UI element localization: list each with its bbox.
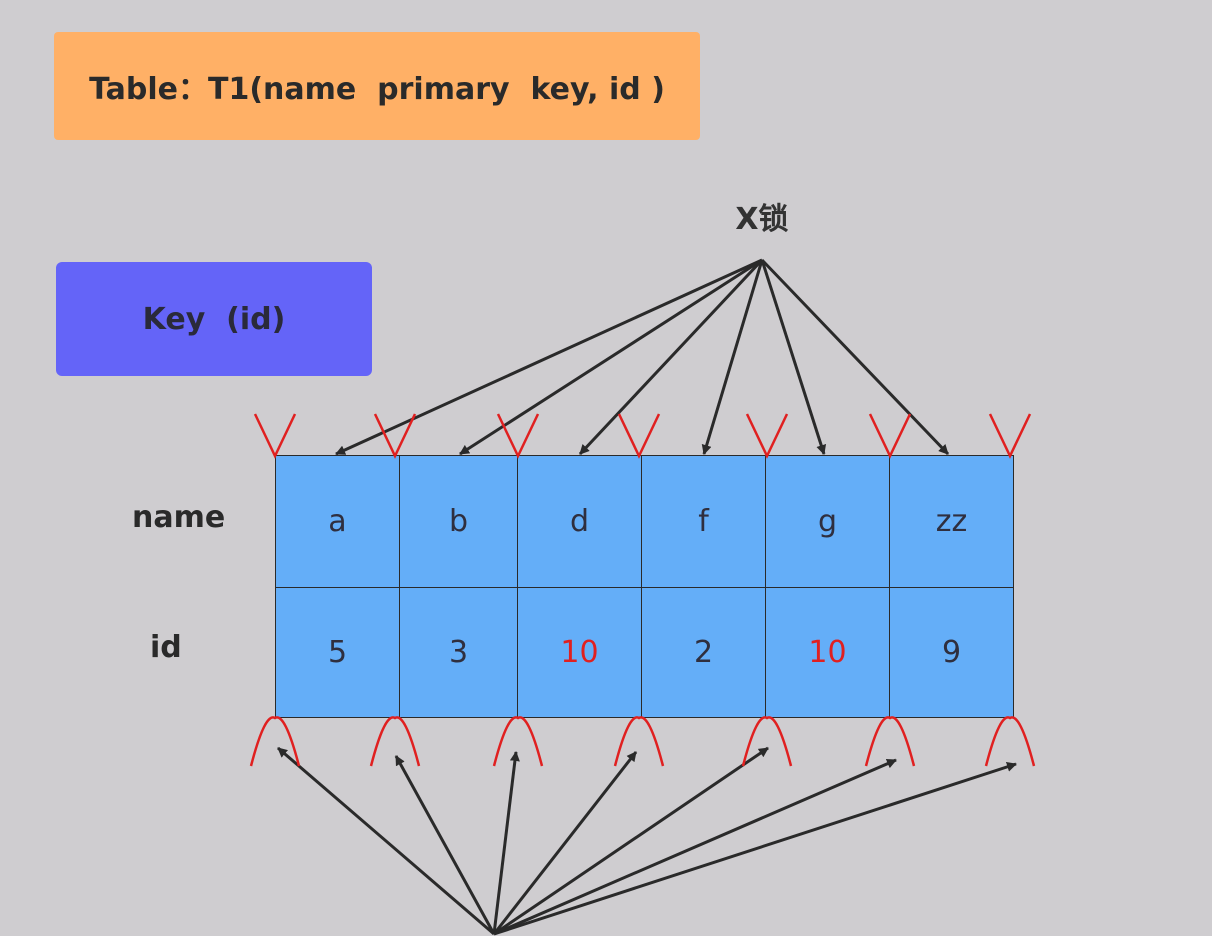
gap-lock-arrow-1 bbox=[394, 755, 496, 935]
row-label-id: id bbox=[150, 630, 182, 665]
gap-mark-top-2 bbox=[496, 413, 540, 459]
gap-mark-top-5 bbox=[868, 413, 912, 459]
gap-mark-top-1 bbox=[373, 413, 417, 459]
gap-marks bbox=[249, 413, 1036, 767]
gap-mark-top-6 bbox=[988, 413, 1032, 459]
name-cell-d: d bbox=[517, 455, 642, 588]
gap-mark-top-0 bbox=[253, 413, 297, 459]
record-lock-arrow-5 bbox=[760, 258, 950, 456]
gap-mark-bottom-1 bbox=[369, 716, 421, 767]
key-label: Key (id) bbox=[142, 301, 286, 337]
gap-lock-arrow-5 bbox=[493, 758, 897, 936]
id-cell-f: 2 bbox=[641, 587, 766, 718]
gap-mark-top-3 bbox=[617, 413, 661, 459]
gap-lock-arrow-4 bbox=[493, 746, 769, 936]
record-lock-arrow-3 bbox=[701, 259, 764, 455]
table-title: Table：T1(name primary key, id ) bbox=[89, 72, 665, 107]
gap-lock-arrow-2 bbox=[492, 751, 520, 935]
gap-lock-arrow-6 bbox=[493, 762, 1017, 936]
name-cell-a: a bbox=[275, 455, 400, 588]
gap-mark-bottom-3 bbox=[613, 716, 665, 767]
gap-mark-top-4 bbox=[745, 413, 789, 459]
x-lock-label: X锁 bbox=[735, 202, 789, 237]
record-lock-arrow-0 bbox=[335, 258, 763, 456]
id-cell-a: 5 bbox=[275, 587, 400, 718]
name-cell-zz: zz bbox=[889, 455, 1014, 588]
record-lock-arrow-1 bbox=[459, 258, 763, 456]
row-label-name: name bbox=[132, 500, 226, 535]
name-cell-g: g bbox=[765, 455, 890, 588]
record-lock-arrow-4 bbox=[760, 259, 827, 455]
gap-lock-arrow-0 bbox=[277, 746, 495, 936]
record-lock-arrow-2 bbox=[578, 258, 764, 456]
gap-mark-bottom-0 bbox=[249, 716, 301, 767]
record-lock-arrows bbox=[335, 258, 950, 456]
key-label-box: Key (id) bbox=[56, 262, 372, 376]
table-title-box: Table：T1(name primary key, id ) bbox=[54, 32, 700, 140]
gap-mark-bottom-6 bbox=[984, 716, 1036, 767]
name-cell-f: f bbox=[641, 455, 766, 588]
id-cell-g: 10 bbox=[765, 587, 890, 718]
gap-lock-arrows bbox=[277, 746, 1017, 936]
id-cell-zz: 9 bbox=[889, 587, 1014, 718]
gap-mark-bottom-5 bbox=[864, 716, 916, 767]
gap-mark-bottom-4 bbox=[741, 716, 793, 767]
gap-lock-arrow-3 bbox=[492, 751, 638, 935]
gap-mark-bottom-2 bbox=[492, 716, 544, 767]
